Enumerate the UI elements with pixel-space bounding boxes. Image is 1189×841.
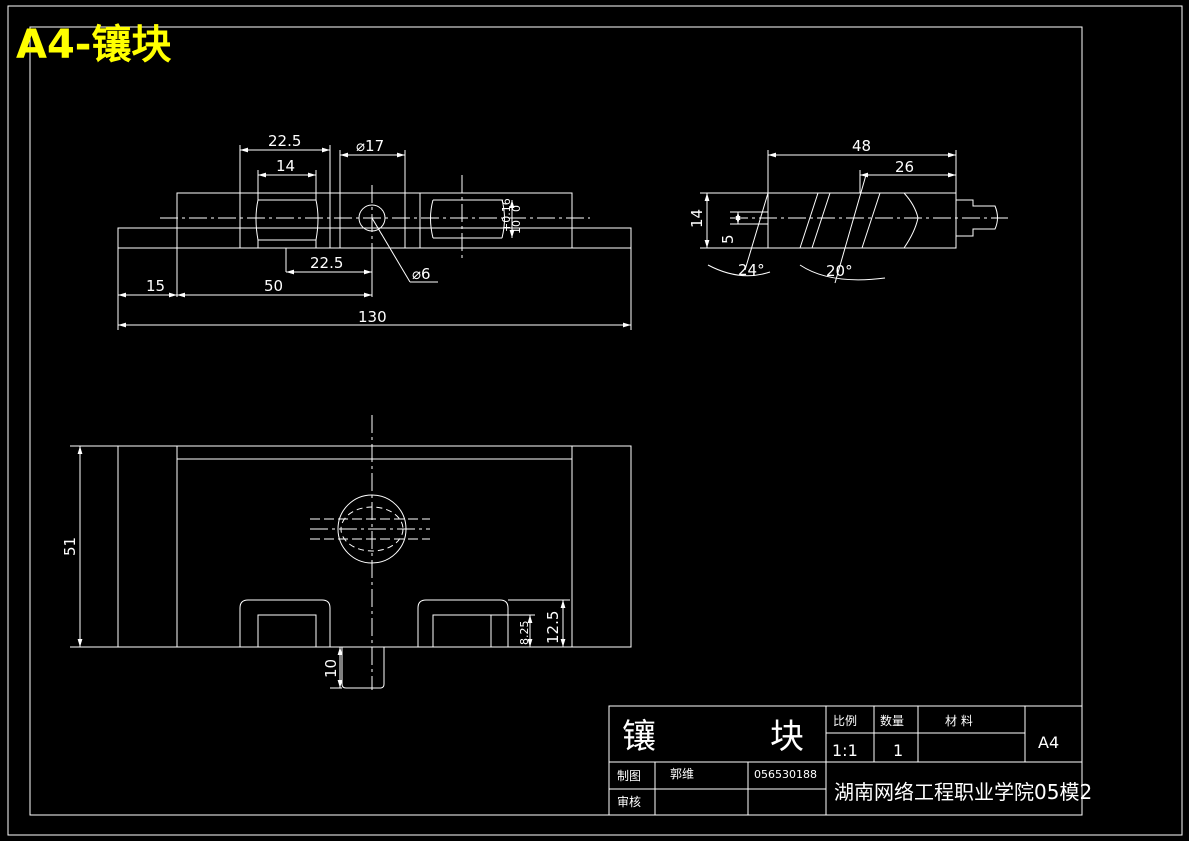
scale-value: 1:1 [832, 741, 858, 760]
front-view: 51 12.5 8.25 10 [61, 415, 632, 690]
dim-phi6: ⌀6 [412, 265, 431, 283]
dim-5: 5 [719, 234, 737, 244]
part-name-right: 块 [770, 717, 804, 757]
outer-border [7, 5, 1183, 836]
dim-22-5-top: 22.5 [268, 132, 301, 150]
dim-14: 14 [276, 157, 295, 175]
dim-tolerance: +0.16 [500, 198, 513, 232]
dim-10-pin: 10 [322, 659, 340, 678]
drawn-label: 制图 [617, 769, 641, 783]
material-label: 材 料 [945, 714, 973, 728]
qty-label: 数量 [880, 713, 904, 728]
drawing-title: A4-镶块 [16, 22, 171, 68]
angle-24: 24° [738, 261, 765, 279]
dim-130: 130 [358, 308, 387, 326]
dim-51: 51 [61, 537, 79, 556]
dim-14-side: 14 [688, 209, 706, 228]
check-label: 审核 [617, 794, 641, 809]
dim-48: 48 [852, 137, 871, 155]
dim-8-25: 8.25 [518, 621, 531, 646]
dim-26: 26 [895, 158, 914, 176]
side-view: 48 26 14 5 24° 20° [688, 137, 1008, 284]
school-name: 湖南网络工程职业学院05模2 [834, 780, 1092, 804]
student-id: 056530188 [754, 768, 817, 781]
dim-15: 15 [146, 277, 165, 295]
scale-label: 比例 [833, 714, 857, 728]
sheet-size: A4 [1038, 733, 1059, 752]
angle-20: 20° [826, 262, 853, 280]
dim-10: 10 [510, 220, 523, 234]
dim-zero: 0 [510, 205, 523, 212]
drawn-name: 郭维 [670, 767, 694, 781]
qty-value: 1 [893, 741, 903, 760]
dim-12-5: 12.5 [544, 611, 562, 644]
dim-22-5-bottom: 22.5 [310, 254, 343, 272]
top-view: 22.5 14 ⌀17 +0.16 10 0 ⌀6 22.5 15 50 130 [117, 132, 632, 330]
dim-50: 50 [264, 277, 283, 295]
title-block: 镶 块 比例 数量 材 料 1:1 1 A4 制图 郭维 056530188 审… [608, 705, 1092, 816]
inner-border [29, 26, 1083, 816]
dim-phi17: ⌀17 [356, 137, 384, 155]
part-name-left: 镶 [622, 717, 656, 757]
